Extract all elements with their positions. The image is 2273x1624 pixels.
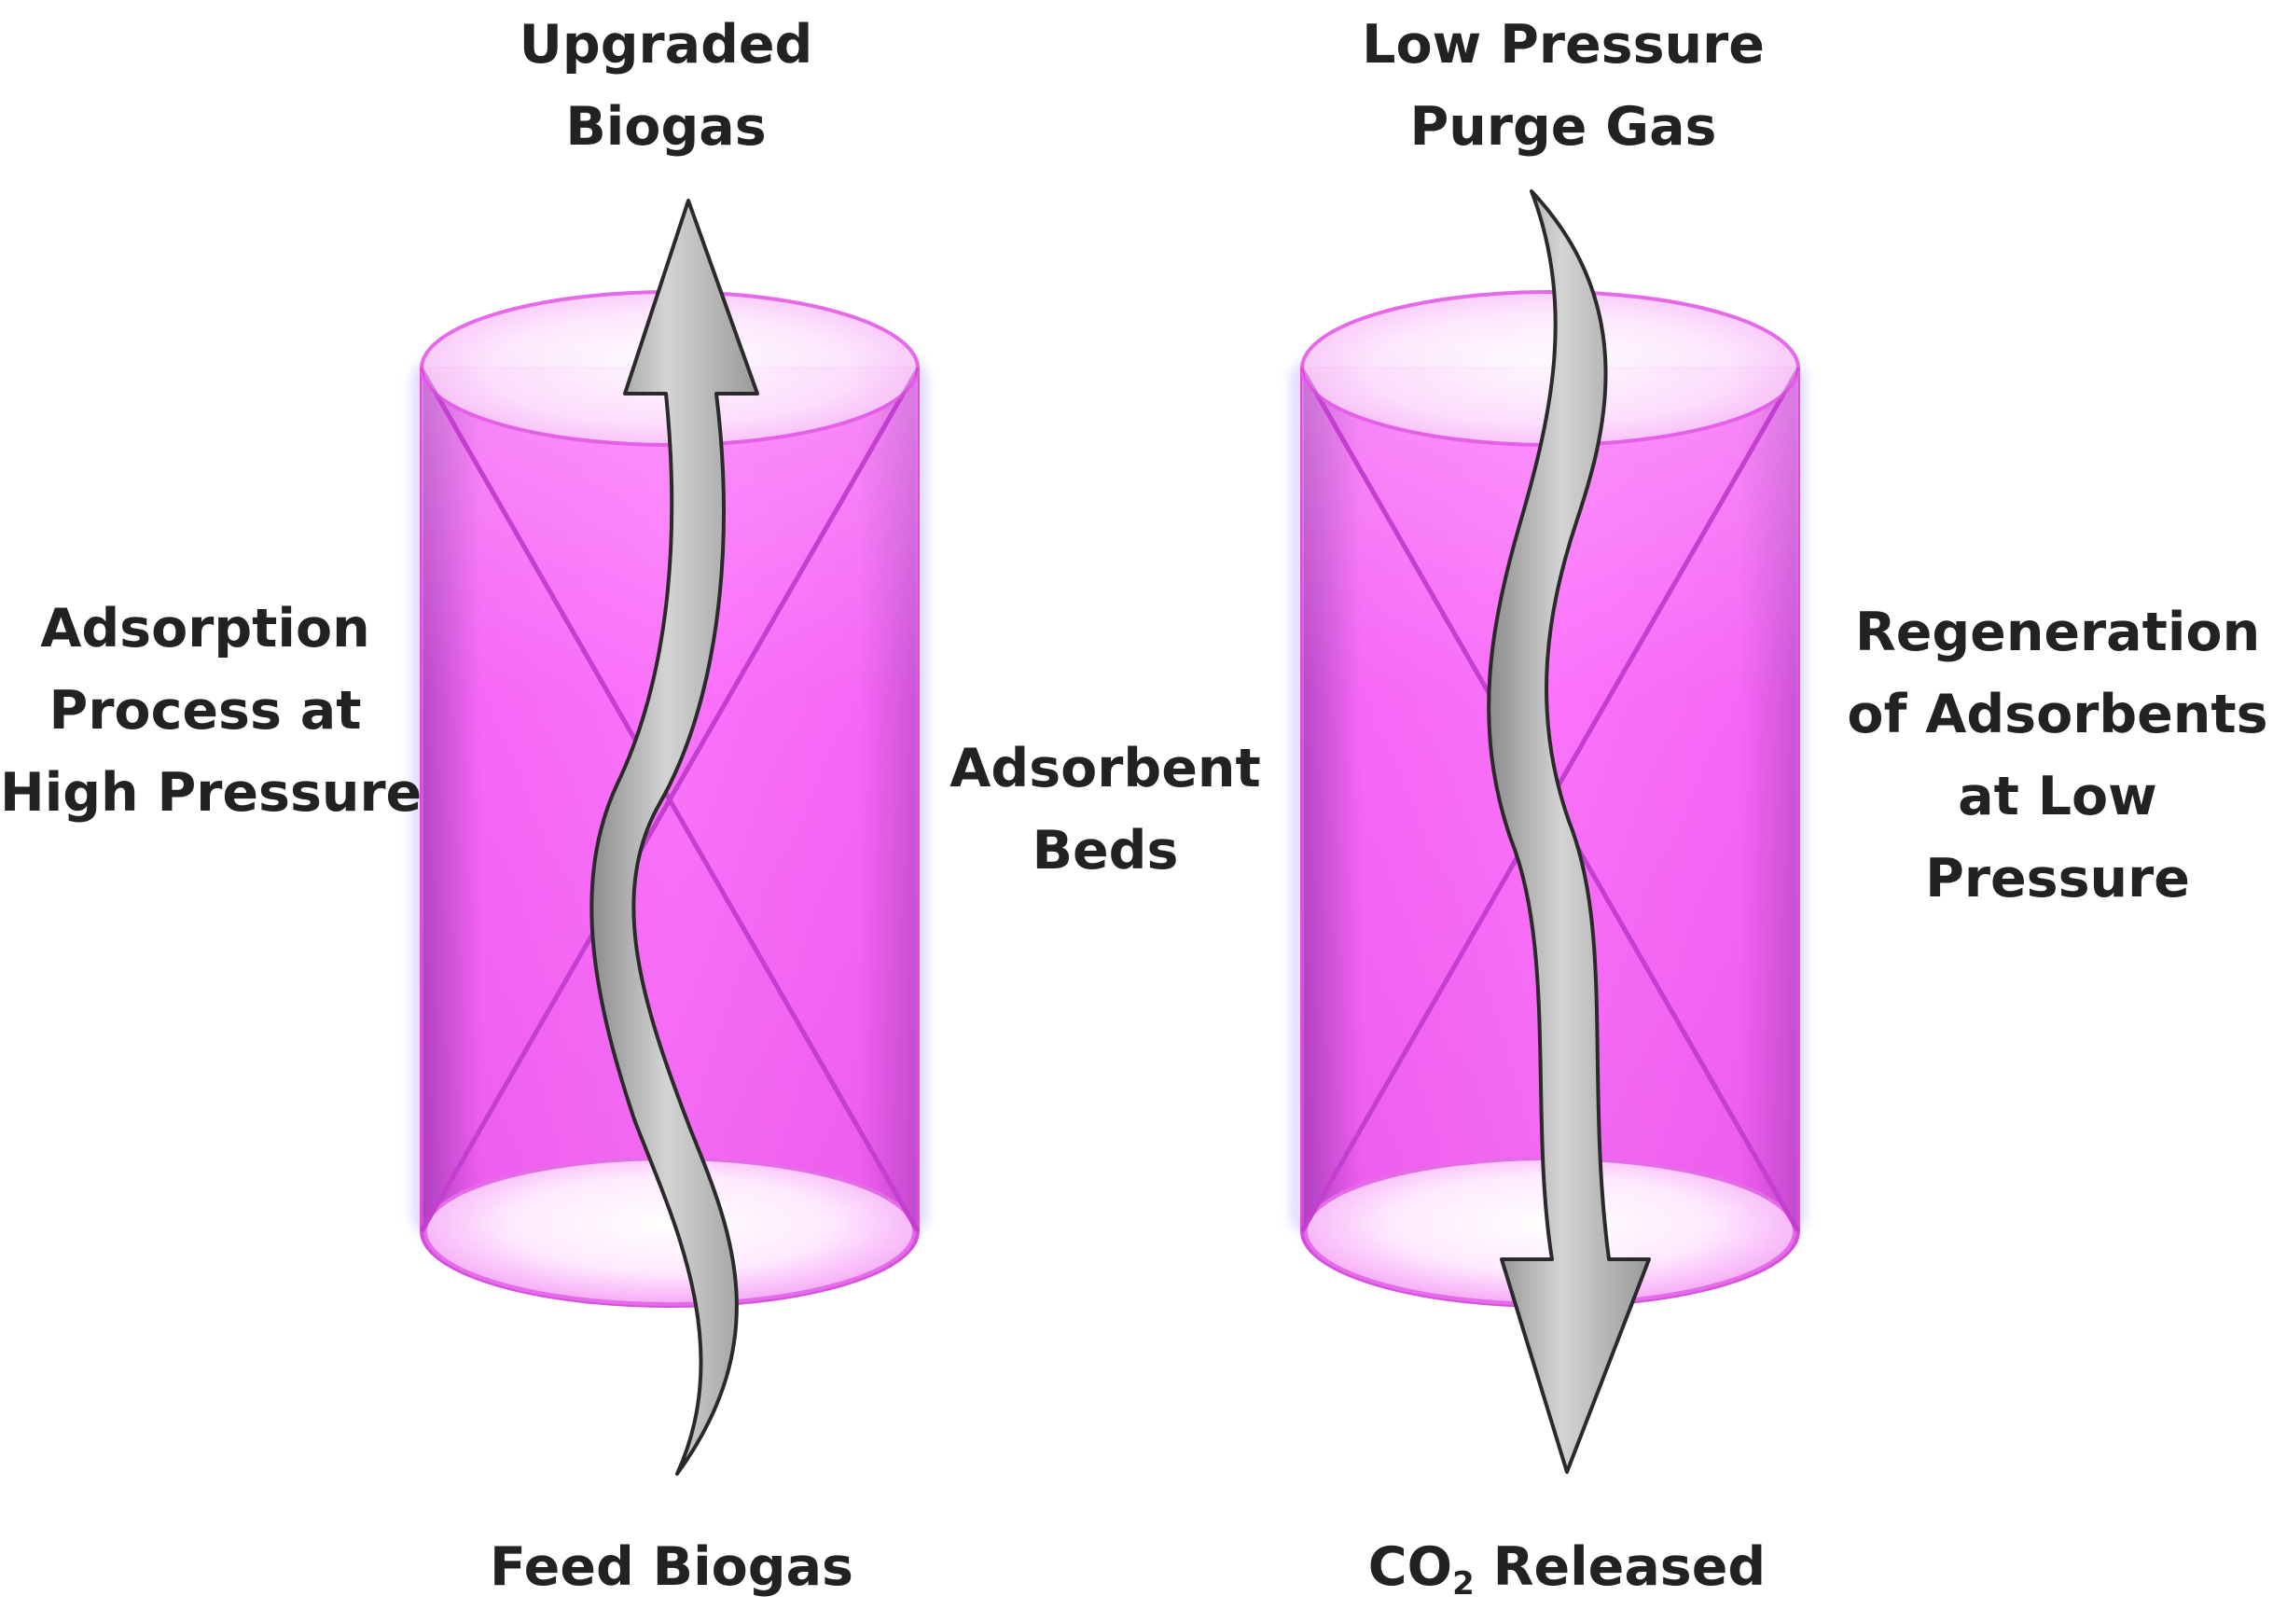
adsorption-bed [412,290,927,1308]
regeneration-label: Regeneration of Adsorbents at Low Pressu… [1847,602,2268,909]
feed-biogas-label: Feed Biogas [490,1536,853,1598]
downward-flow-arrow [1487,189,1651,1474]
adsorbent-beds-label: Adsorbent Beds [949,738,1261,881]
upgraded-biogas-label: Upgraded Biogas [519,14,813,158]
co2-released-label: CO2 Released [1367,1536,1767,1603]
upward-flow-arrow [589,199,759,1476]
purge-gas-label: Low Pressure Purge Gas [1362,14,1765,158]
co2-subscript: 2 [1452,1565,1475,1603]
adsorption-process-label: Adsorption Process at High Pressure [0,598,423,824]
